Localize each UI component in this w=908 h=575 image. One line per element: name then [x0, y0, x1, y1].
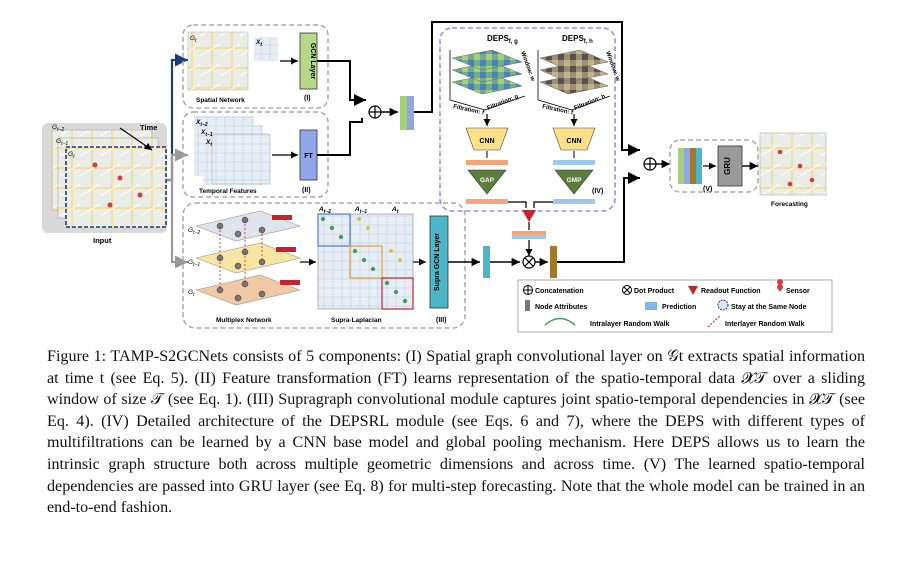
filtration-h: Filtration: h [574, 94, 607, 112]
temporal-x-t1: Xt−1 [200, 129, 213, 138]
architecture-figure: Time Gt−2 Gt−1 Gt Input Gt Xt Spatial Ne… [42, 21, 833, 333]
cnn-left-feature [466, 160, 508, 165]
input-g-t1: Gt−1 [56, 138, 68, 147]
gru-module: GRU (V) [669, 139, 759, 193]
arrow-to-multiplex [167, 178, 188, 269]
legend-concat: Concatenation [523, 285, 584, 295]
window-w-left: Window: w [519, 51, 535, 83]
sensor-icon [92, 162, 143, 208]
roman-5: (V) [703, 186, 712, 193]
roman-4: (IV) [592, 188, 603, 195]
concat-op-1 [368, 105, 382, 119]
legend-prediction: Prediction [645, 302, 696, 311]
supra-a-t: At [391, 206, 399, 215]
deps-left-stack [449, 49, 526, 111]
depsrl-module: DEPSf, g DEPSf, h Filtration: f Filtrati… [439, 27, 621, 212]
arrow-to-spatial [167, 53, 188, 182]
concat-op-2 [643, 157, 657, 171]
supra-a-t1: At−1 [354, 206, 367, 215]
legend-intralayer-walk: Intralayer Random Walk [544, 317, 670, 328]
supragraph-module: Gt−2 Gt−1 Gt Multiplex Network At−2 At−1… [182, 202, 466, 329]
spatial-x-t: Xt [255, 39, 262, 48]
svg-text:Interlayer Random Walk: Interlayer Random Walk [725, 321, 805, 328]
gcn-layer-label: GCN Layer [309, 43, 316, 79]
temporal-features-module: Xt−2 Xt−1 Xt Temporal Features FT (II) [182, 111, 329, 198]
dot-product-op [522, 255, 536, 269]
roman-2: (II) [302, 187, 311, 194]
svg-text:Sensor: Sensor [786, 288, 810, 295]
gru-block [717, 145, 743, 187]
deps-right-title: DEPSf, h [562, 34, 593, 45]
supra-laplacian-label: Supra-Laplacian [331, 317, 382, 324]
input-label: Input [93, 236, 112, 245]
cnn-left-block [465, 127, 509, 151]
svg-text:Intralayer Random Walk: Intralayer Random Walk [590, 321, 670, 328]
cnn-left-label: CNN [479, 138, 494, 145]
multiplex-g-t2: Gt−2 [188, 227, 200, 236]
svg-text:Stay at the Same Node: Stay at the Same Node [731, 304, 807, 311]
figure-caption: Figure 1: TAMP-S2GCNets consists of 5 co… [47, 346, 865, 519]
legend-node-attributes: Node Attributes [525, 300, 587, 311]
multiplex-network-label: Multiplex Network [216, 317, 272, 324]
gmp-block [554, 169, 594, 195]
filtration-g: Filtration: g [487, 94, 520, 112]
legend-stay-same-node: Stay at the Same Node [717, 299, 807, 311]
spatial-g-t: Gt [190, 35, 197, 44]
svg-text:Concatenation: Concatenation [535, 288, 584, 295]
legend-interlayer-walk: Interlayer Random Walk [707, 315, 805, 328]
spatial-network-label: Spatial Network [196, 97, 245, 104]
filtration-f-left: Filtration: f [453, 104, 486, 117]
concat-features-1 [400, 96, 414, 130]
window-w-right: Window: w [604, 51, 620, 83]
supra-output-feature [483, 246, 490, 278]
legend: Concatenation Dot Product Readout Functi… [517, 278, 833, 333]
temporal-x-t2: Xt−2 [195, 119, 208, 128]
legend-readout: Readout Function [688, 286, 761, 295]
deps-left-title: DEPSf, g [487, 34, 518, 45]
readout-function-icon [522, 210, 536, 222]
input-g-t2: Gt−2 [52, 124, 64, 133]
temporal-features-label: Temporal Features [199, 188, 257, 195]
gap-label: GAP [480, 177, 495, 184]
cnn-right-feature [553, 160, 595, 165]
supra-gcn-layer-label: Supra GCN Layer [434, 233, 441, 291]
supra-a-t2: At−2 [318, 206, 331, 215]
roman-3: (III) [436, 317, 447, 324]
legend-sensor: Sensor [777, 278, 810, 295]
temporal-x-t: Xt [205, 139, 212, 148]
arrow-to-temporal [167, 148, 188, 182]
gmp-label: GMP [567, 177, 582, 184]
input-panel: Time Gt−2 Gt−1 Gt Input [42, 123, 167, 245]
roman-1: (I) [304, 95, 311, 102]
forecast-map: Forecasting [759, 132, 827, 208]
gru-label: GRU [723, 157, 732, 175]
time-label: Time [140, 123, 157, 132]
deps-right-stack [537, 49, 611, 111]
gap-block [467, 169, 507, 195]
forecasting-label: Forecasting [771, 201, 808, 208]
svg-text:Dot Product: Dot Product [634, 288, 675, 295]
multiplex-g-t1: Gt−1 [188, 259, 200, 268]
fused-feature [550, 246, 557, 278]
legend-dot-product: Dot Product [622, 285, 675, 295]
cnn-right-label: CNN [566, 138, 581, 145]
input-g-t: Gt [68, 151, 75, 160]
multiplex-g-t: Gt [188, 289, 195, 298]
ft-label: FT [304, 153, 313, 160]
cnn-right-block [552, 127, 596, 151]
svg-text:Node Attributes: Node Attributes [535, 304, 587, 311]
caption-text: Figure 1: TAMP-S2GCNets consists of 5 co… [47, 348, 865, 517]
svg-text:Readout Function: Readout Function [701, 288, 761, 295]
svg-text:Prediction: Prediction [662, 304, 696, 311]
spatial-network-module: Gt Xt Spatial Network GCN Layer (I) [182, 24, 329, 109]
